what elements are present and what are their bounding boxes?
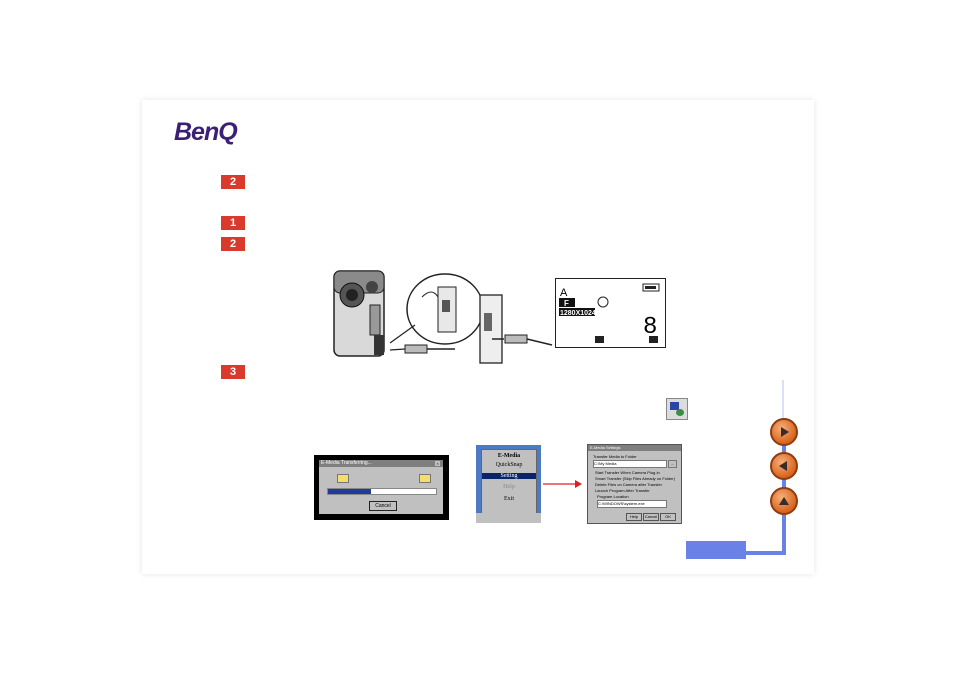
option-4[interactable]: Launch Program After Transfer <box>595 488 650 493</box>
browse-button[interactable]: … <box>668 460 677 468</box>
next-page-button[interactable] <box>770 418 798 446</box>
settings-dialog-screenshot: E-Media Settings Transfer Media to Folde… <box>587 444 682 524</box>
folder-icon <box>419 474 431 483</box>
transfer-dialog-screenshot: E-Media Transferring... × Cancel <box>314 455 449 520</box>
menu-item-quicksnap[interactable]: QuickSnap <box>495 462 523 468</box>
emedia-tray-icon[interactable] <box>666 398 688 420</box>
program-input[interactable]: C:\WINDOWS\system.exe <box>597 500 667 508</box>
play-left-icon <box>779 461 787 471</box>
nav-rail-bottom <box>745 551 786 555</box>
nav-label-box <box>686 541 746 559</box>
svg-text:F: F <box>564 299 569 308</box>
program-label: Program Location <box>597 494 629 499</box>
close-icon[interactable]: × <box>435 461 440 466</box>
arrow-right-icon <box>543 480 582 488</box>
camera-usb-illustration <box>333 270 553 364</box>
lcd-mode: A <box>560 287 568 299</box>
transfer-progress-bar <box>327 488 437 495</box>
svg-text:8: 8 <box>643 314 657 341</box>
menu-item-help[interactable]: Help <box>503 484 515 490</box>
play-right-icon <box>781 427 789 437</box>
step-badge-3: 3 <box>221 365 245 379</box>
triangle-up-icon <box>779 497 789 505</box>
tray-menu-screenshot: E-Media QuickSnap Setting Help Exit <box>476 445 541 523</box>
step-badge-2b: 2 <box>221 237 245 251</box>
folder-label: Transfer Media to Folder <box>593 454 637 459</box>
step-badge-2: 2 <box>221 175 245 189</box>
transfer-dialog-title: E-Media Transferring... <box>319 460 443 467</box>
taskbar-strip <box>476 513 541 523</box>
menu-item-setting[interactable]: Setting <box>482 473 536 479</box>
top-page-button[interactable] <box>770 487 798 515</box>
option-3[interactable]: Delete Files on Camera after Transfer <box>595 482 662 487</box>
folder-icon <box>337 474 349 483</box>
help-button[interactable]: Help <box>626 513 642 521</box>
lcd-status-display: A F 1280X1024 8 <box>555 278 666 348</box>
ok-button[interactable]: OK <box>660 513 676 521</box>
settings-cancel-button[interactable]: Cancel <box>643 513 659 521</box>
option-1[interactable]: Start Transfer When Camera Plug-in <box>595 470 660 475</box>
nav-rail <box>782 418 786 554</box>
cancel-button[interactable]: Cancel <box>369 501 397 511</box>
benq-logo: BenQ <box>174 118 238 146</box>
prev-page-button[interactable] <box>770 452 798 480</box>
menu-item-exit[interactable]: Exit <box>504 496 514 502</box>
option-2[interactable]: Smart Transfer (Skip Files Already on Fo… <box>595 476 676 481</box>
step-badge-1: 1 <box>221 216 245 230</box>
folder-input[interactable]: C:\My Media <box>593 460 667 468</box>
menu-item-emedia[interactable]: E-Media <box>497 453 521 459</box>
nav-rail-fade <box>782 380 784 440</box>
svg-text:1280X1024: 1280X1024 <box>560 310 596 317</box>
settings-dialog-title: E-Media Settings <box>588 445 681 451</box>
